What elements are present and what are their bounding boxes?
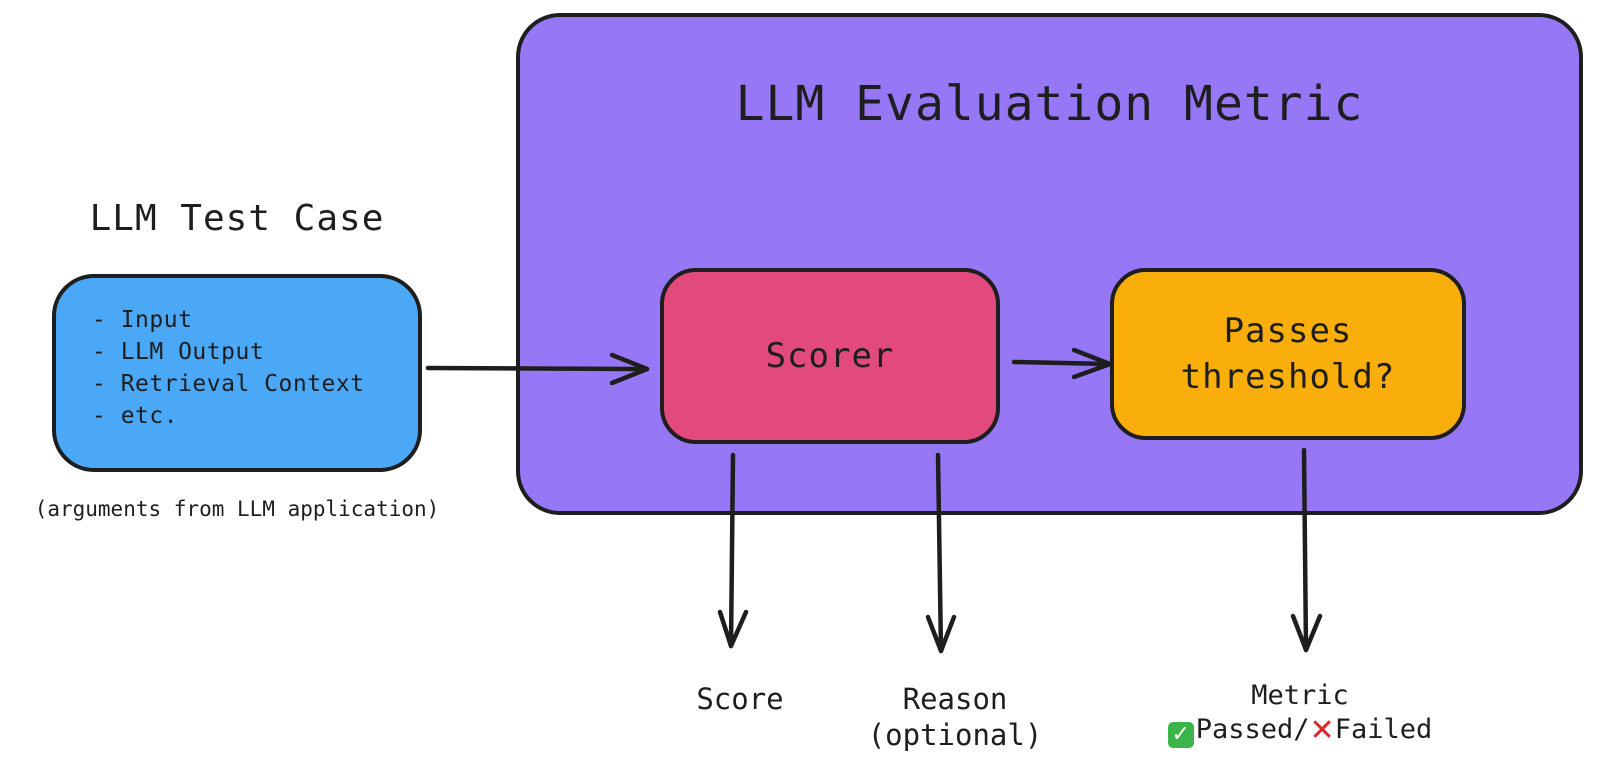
arrowhead-threshold-to-metric: [1290, 613, 1323, 653]
threshold-box: Passes threshold?: [1110, 268, 1466, 440]
test-case-item-llm-output: - LLM Output: [92, 339, 265, 365]
arrowhead-scorer-to-threshold: [1071, 347, 1113, 380]
output-reason: Reason (optional): [835, 681, 1075, 753]
test-case-item-etc: - etc.: [92, 403, 179, 429]
metric-title: LLM Evaluation Metric: [735, 76, 1364, 132]
scorer-box: Scorer: [660, 268, 1000, 444]
check-mark-icon: ✓: [1167, 722, 1194, 748]
test-case-item-retrieval-context: - Retrieval Context: [92, 371, 365, 397]
output-metric-line1: Metric: [1251, 680, 1349, 711]
threshold-label-line2: threshold?: [1180, 357, 1396, 397]
arrowhead-scorer-to-reason: [925, 614, 957, 654]
arrowhead-scorer-to-score: [717, 609, 749, 649]
test-case-items: - Input - LLM Output - Retrieval Context…: [92, 304, 365, 432]
arrow-scorer-to-threshold: [1011, 359, 1113, 367]
output-score: Score: [696, 682, 784, 716]
output-reason-line2: (optional): [867, 718, 1043, 752]
arrow-scorer-to-reason: [935, 452, 944, 654]
cross-mark-icon: ✕: [1309, 713, 1335, 748]
threshold-label-line1: Passes: [1223, 311, 1353, 351]
scorer-label: Scorer: [765, 336, 895, 376]
test-case-item-input: - Input: [92, 307, 193, 333]
arrow-testcase-to-scorer: [425, 365, 650, 372]
test-case-caption: (arguments from LLM application): [34, 497, 440, 521]
arrow-scorer-to-score: [728, 452, 736, 649]
output-metric-result: ✓Passed/✕Failed: [1130, 713, 1470, 748]
test-case-title: LLM Test Case: [89, 198, 385, 239]
output-metric: Metric ✓Passed/✕Failed: [1130, 679, 1470, 748]
test-case-box: [52, 274, 422, 472]
output-passed-label: Passed/: [1195, 714, 1310, 745]
arrowhead-testcase-to-scorer: [609, 352, 650, 386]
output-failed-label: Failed: [1334, 714, 1433, 745]
output-reason-line1: Reason: [902, 682, 1008, 716]
arrow-threshold-to-metric: [1301, 447, 1309, 653]
